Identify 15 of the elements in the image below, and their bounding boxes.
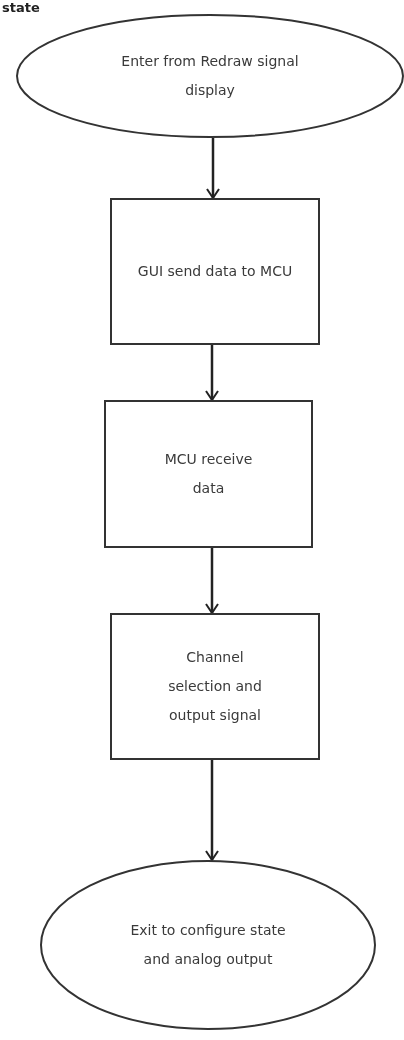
node-text: MCU receive data bbox=[163, 450, 254, 498]
heading-text: state bbox=[2, 0, 40, 15]
terminal-ellipse bbox=[40, 860, 376, 1030]
node-text: Channel selection and output signal bbox=[167, 648, 263, 725]
node-text: Exit to configure state and analog output bbox=[129, 921, 287, 969]
process-box bbox=[104, 400, 313, 548]
arrow bbox=[205, 548, 219, 614]
process-box bbox=[110, 613, 320, 760]
terminal-ellipse bbox=[16, 14, 404, 138]
arrow bbox=[205, 345, 219, 401]
arrow bbox=[205, 760, 219, 861]
node-text: GUI send data to MCU bbox=[136, 262, 294, 281]
node-text: Enter from Redraw signal display bbox=[120, 52, 300, 100]
arrow bbox=[206, 138, 220, 199]
process-box bbox=[110, 198, 320, 345]
